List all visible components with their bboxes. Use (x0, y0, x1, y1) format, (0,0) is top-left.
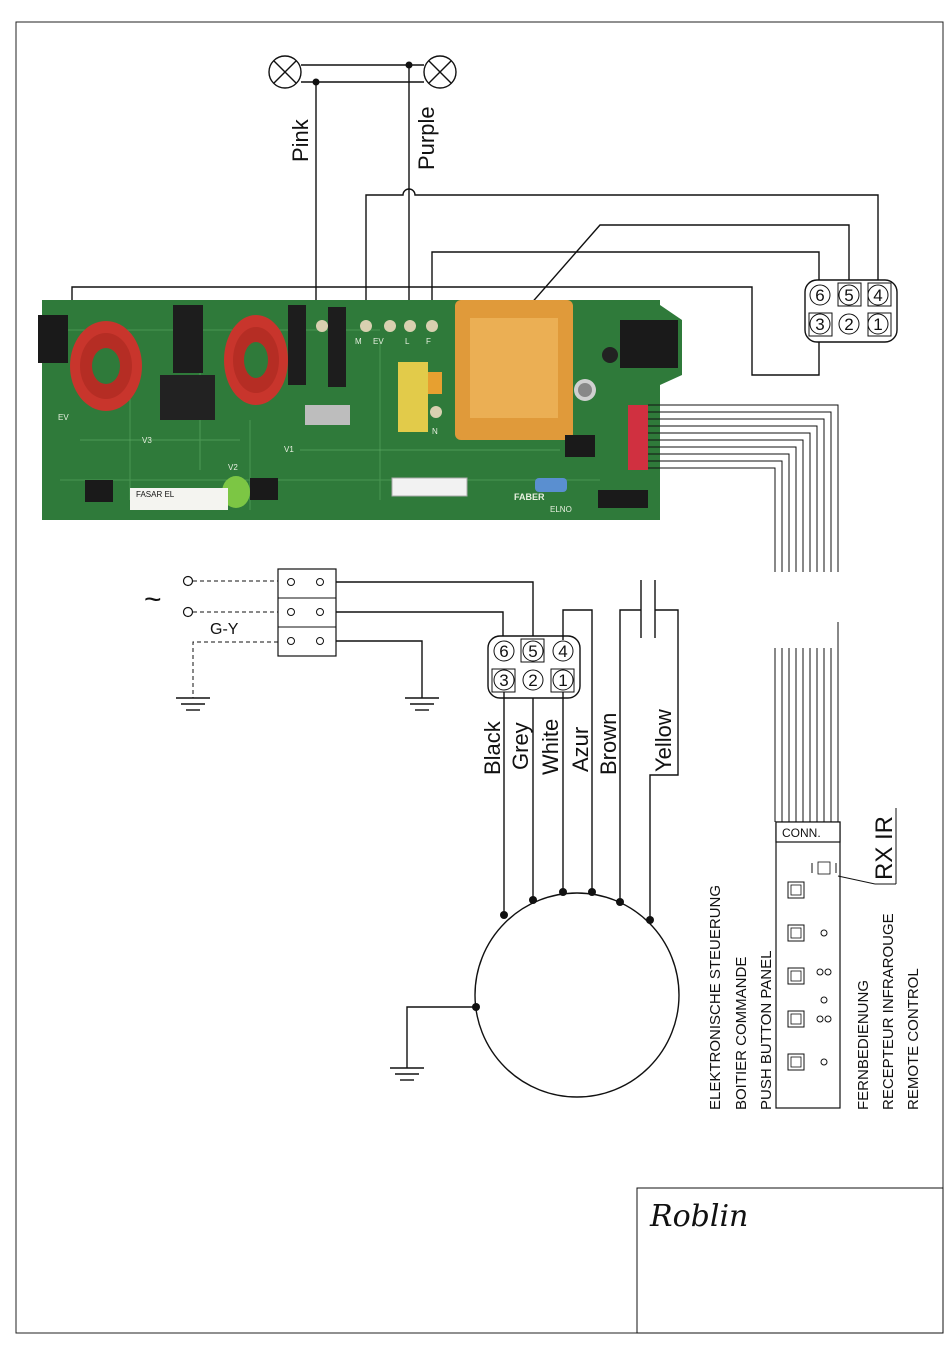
pin-top-2: 2 (844, 315, 853, 334)
pin-top-6: 6 (815, 286, 824, 305)
silk-label-v3: V3 (142, 436, 152, 445)
pin-top-4: 4 (873, 286, 882, 305)
earth-label: G-Y (210, 621, 239, 638)
board-code: ELNO (550, 505, 572, 514)
caption-push-1: ELEKTRONISCHE STEUERUNG (707, 885, 724, 1110)
wire-label-purple: Purple (414, 106, 439, 170)
pin-top-5: 5 (844, 286, 853, 305)
wire-label-yellow: Yellow (651, 709, 676, 772)
lamp-wiring (301, 62, 424, 323)
ground-symbol-mid (336, 641, 439, 710)
mains-terminal-block (278, 569, 336, 656)
roblin-logo: Roblin (649, 1199, 748, 1234)
motor (390, 888, 679, 1097)
pin-motor-6: 6 (499, 642, 508, 661)
caption-remote-3: REMOTE CONTROL (905, 968, 922, 1110)
caption-remote-2: RECEPTEUR INFRAROUGE (880, 913, 897, 1110)
caption-push-2: BOITIER COMMANDE (733, 957, 750, 1110)
mains-wires (336, 582, 533, 640)
board-brand: FABER (514, 492, 545, 502)
ground-symbol-left (176, 698, 210, 710)
terminal-label-f: F (426, 337, 431, 346)
silk-label-v2: V2 (228, 463, 238, 472)
caption-push-3: PUSH BUTTON PANEL (758, 951, 775, 1110)
terminal-label-m: M (355, 337, 362, 346)
pin-motor-2: 2 (528, 671, 537, 690)
lamp-left (269, 56, 301, 88)
wire-label-brown: Brown (596, 713, 621, 775)
terminal-label-l: L (405, 337, 410, 346)
pin-motor-1: 1 (558, 671, 567, 690)
pin-top-1: 1 (873, 315, 882, 334)
silk-label-v1: V1 (284, 445, 294, 454)
silk-label-ev: EV (58, 413, 69, 422)
board-name: FASAR EL (136, 490, 175, 499)
pin-motor-3: 3 (499, 671, 508, 690)
pcb-board: FASAR EL FABER ELNO M EV L F N EV V3 V2 … (38, 300, 682, 520)
wire-label-pink: Pink (288, 118, 313, 162)
pin-top-3: 3 (815, 315, 824, 334)
conn-label: CONN. (782, 826, 821, 840)
terminal-label-ev: EV (373, 337, 384, 346)
rx-ir-label: RX IR (871, 816, 898, 880)
wire-label-azur: Azur (568, 727, 593, 772)
pin-motor-5: 5 (528, 642, 537, 661)
lamp-right (424, 56, 456, 88)
ac-symbol: ~ (144, 583, 162, 616)
wire-label-black: Black (480, 720, 505, 775)
wire-label-white: White (538, 719, 563, 775)
coil-left (70, 321, 142, 411)
terminal-label-n: N (432, 427, 438, 436)
ribbon-cable (648, 405, 838, 822)
pin-motor-4: 4 (558, 642, 567, 661)
caption-remote-1: FERNBEDIENUNG (855, 980, 872, 1110)
coil-right (224, 315, 288, 405)
page-frame (16, 22, 943, 1333)
wire-label-grey: Grey (508, 722, 533, 770)
